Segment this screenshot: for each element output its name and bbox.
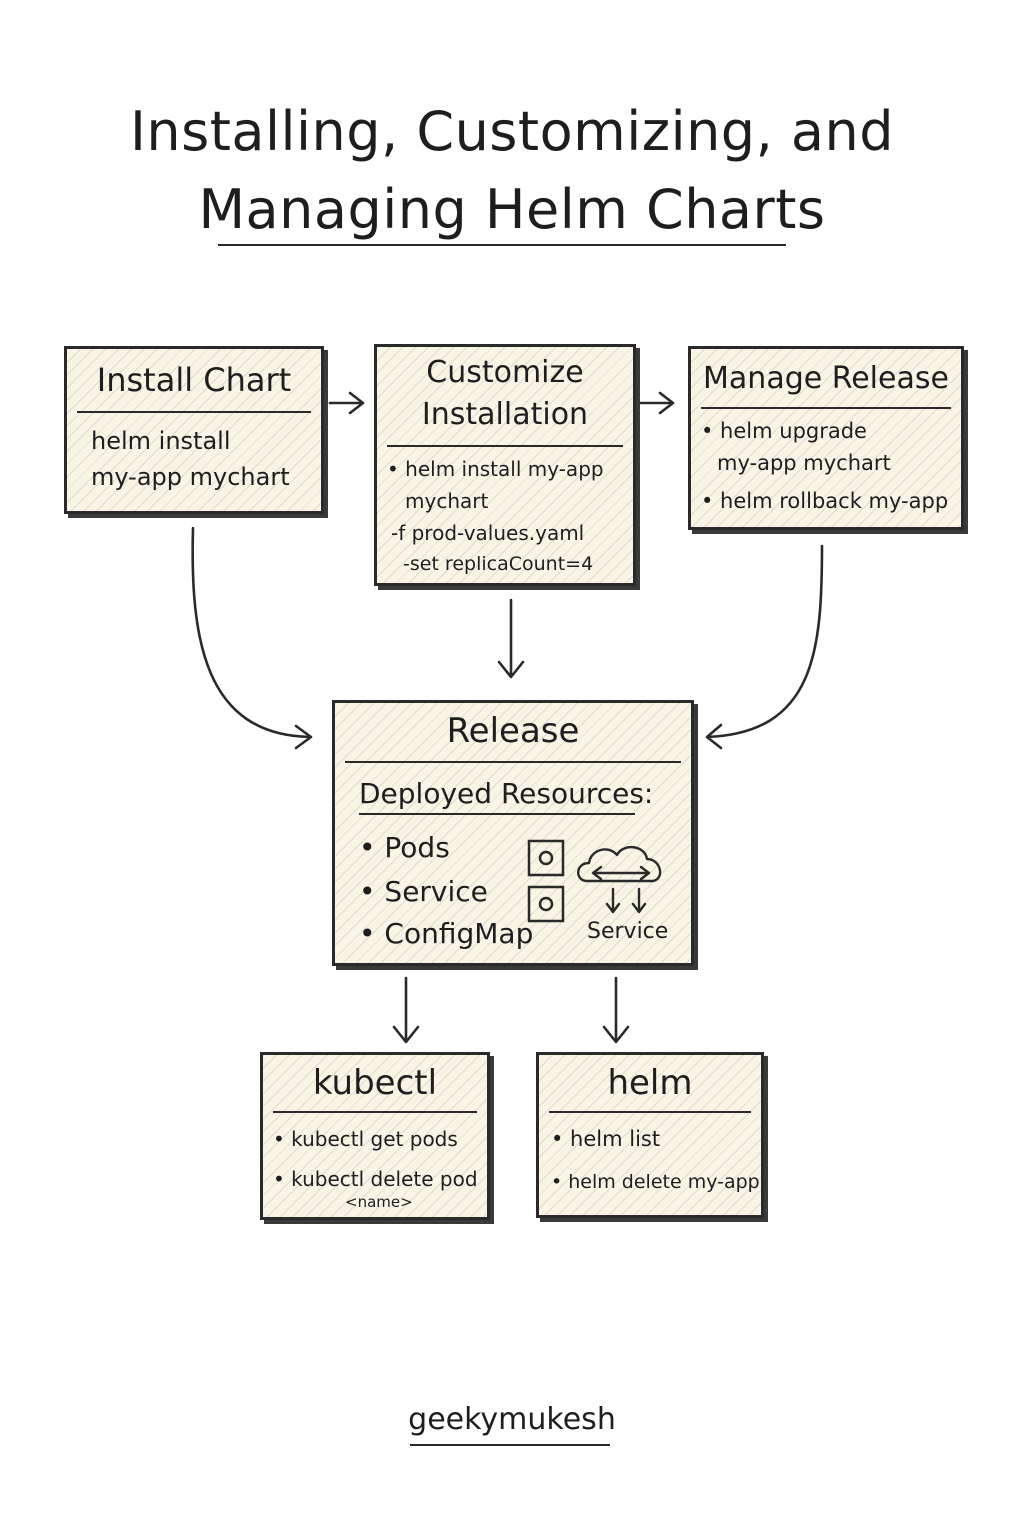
manage-release-command-line-3: • helm rollback my-app <box>701 489 949 513</box>
pod-icon-1 <box>527 839 565 877</box>
manage-release-box: Manage Release • helm upgrade my-app myc… <box>688 346 964 530</box>
helm-heading: helm <box>607 1063 693 1103</box>
kubectl-command-1: • kubectl get pods <box>273 1127 458 1151</box>
deployed-resources-label: Deployed Resources: <box>359 777 654 810</box>
manage-release-divider <box>701 407 951 409</box>
arrow-manage-to-release <box>705 544 824 750</box>
release-resource-icons <box>527 839 662 923</box>
arrow-customize-to-release <box>497 598 525 679</box>
customize-command-line-4: -set replicaCount=4 <box>403 553 594 575</box>
helm-box: helm • helm list • helm delete my-app <box>536 1052 764 1218</box>
manage-release-heading: Manage Release <box>703 361 949 396</box>
install-chart-box: Install Chart helm install my-app mychar… <box>64 346 324 514</box>
kubectl-divider <box>273 1111 477 1113</box>
kubectl-heading: kubectl <box>312 1063 438 1103</box>
install-chart-divider <box>77 411 311 413</box>
customize-installation-box: Customize Installation • helm install my… <box>374 344 636 586</box>
arrow-release-to-helm <box>602 976 630 1044</box>
arrow-install-to-release <box>191 526 313 750</box>
release-heading: Release <box>446 711 580 751</box>
release-box: Release Deployed Resources: • Pods • Ser… <box>332 700 694 966</box>
release-divider <box>345 761 681 763</box>
customize-command-line-3: -f prod-values.yaml <box>391 521 585 545</box>
install-chart-command-line-2: my-app mychart <box>91 463 290 491</box>
customize-command-line-1: • helm install my-app <box>387 457 604 481</box>
install-chart-heading: Install Chart <box>96 361 292 399</box>
arrow-install-to-customize <box>328 391 365 415</box>
arrow-release-to-kubectl <box>392 976 420 1044</box>
arrow-customize-to-manage <box>638 391 675 415</box>
helm-command-2: • helm delete my-app <box>551 1171 760 1193</box>
diagram-title-line-1: Installing, Customizing, and <box>129 100 895 163</box>
customize-heading-line-1: Customize <box>426 355 584 390</box>
pod-icon-2 <box>527 885 565 923</box>
service-cloud-icon <box>577 846 662 914</box>
author-signature-underline <box>410 1444 610 1446</box>
resource-configmap: • ConfigMap <box>359 917 534 950</box>
install-chart-command-line-1: helm install <box>91 427 231 455</box>
resource-pods: • Pods <box>359 831 450 864</box>
manage-release-command-line-2: my-app mychart <box>717 451 891 475</box>
manage-release-command-line-1: • helm upgrade <box>701 419 867 443</box>
kubectl-command-2-argument: <name> <box>345 1193 413 1211</box>
author-signature: geekymukesh <box>408 1402 616 1437</box>
resource-service: • Service <box>359 875 488 908</box>
customize-command-line-2: mychart <box>405 489 489 513</box>
helm-command-1: • helm list <box>551 1127 661 1151</box>
kubectl-command-2: • kubectl delete pod <box>273 1167 478 1191</box>
diagram-title-line-2: Managing Helm Charts <box>198 178 826 241</box>
customize-divider <box>387 445 623 447</box>
deployed-resources-underline <box>359 813 635 815</box>
kubectl-box: kubectl • kubectl get pods • kubectl del… <box>260 1052 490 1220</box>
helm-divider <box>549 1111 751 1113</box>
service-cloud-label: Service <box>587 919 669 944</box>
customize-heading-line-2: Installation <box>421 397 589 432</box>
title-underline <box>218 244 786 246</box>
